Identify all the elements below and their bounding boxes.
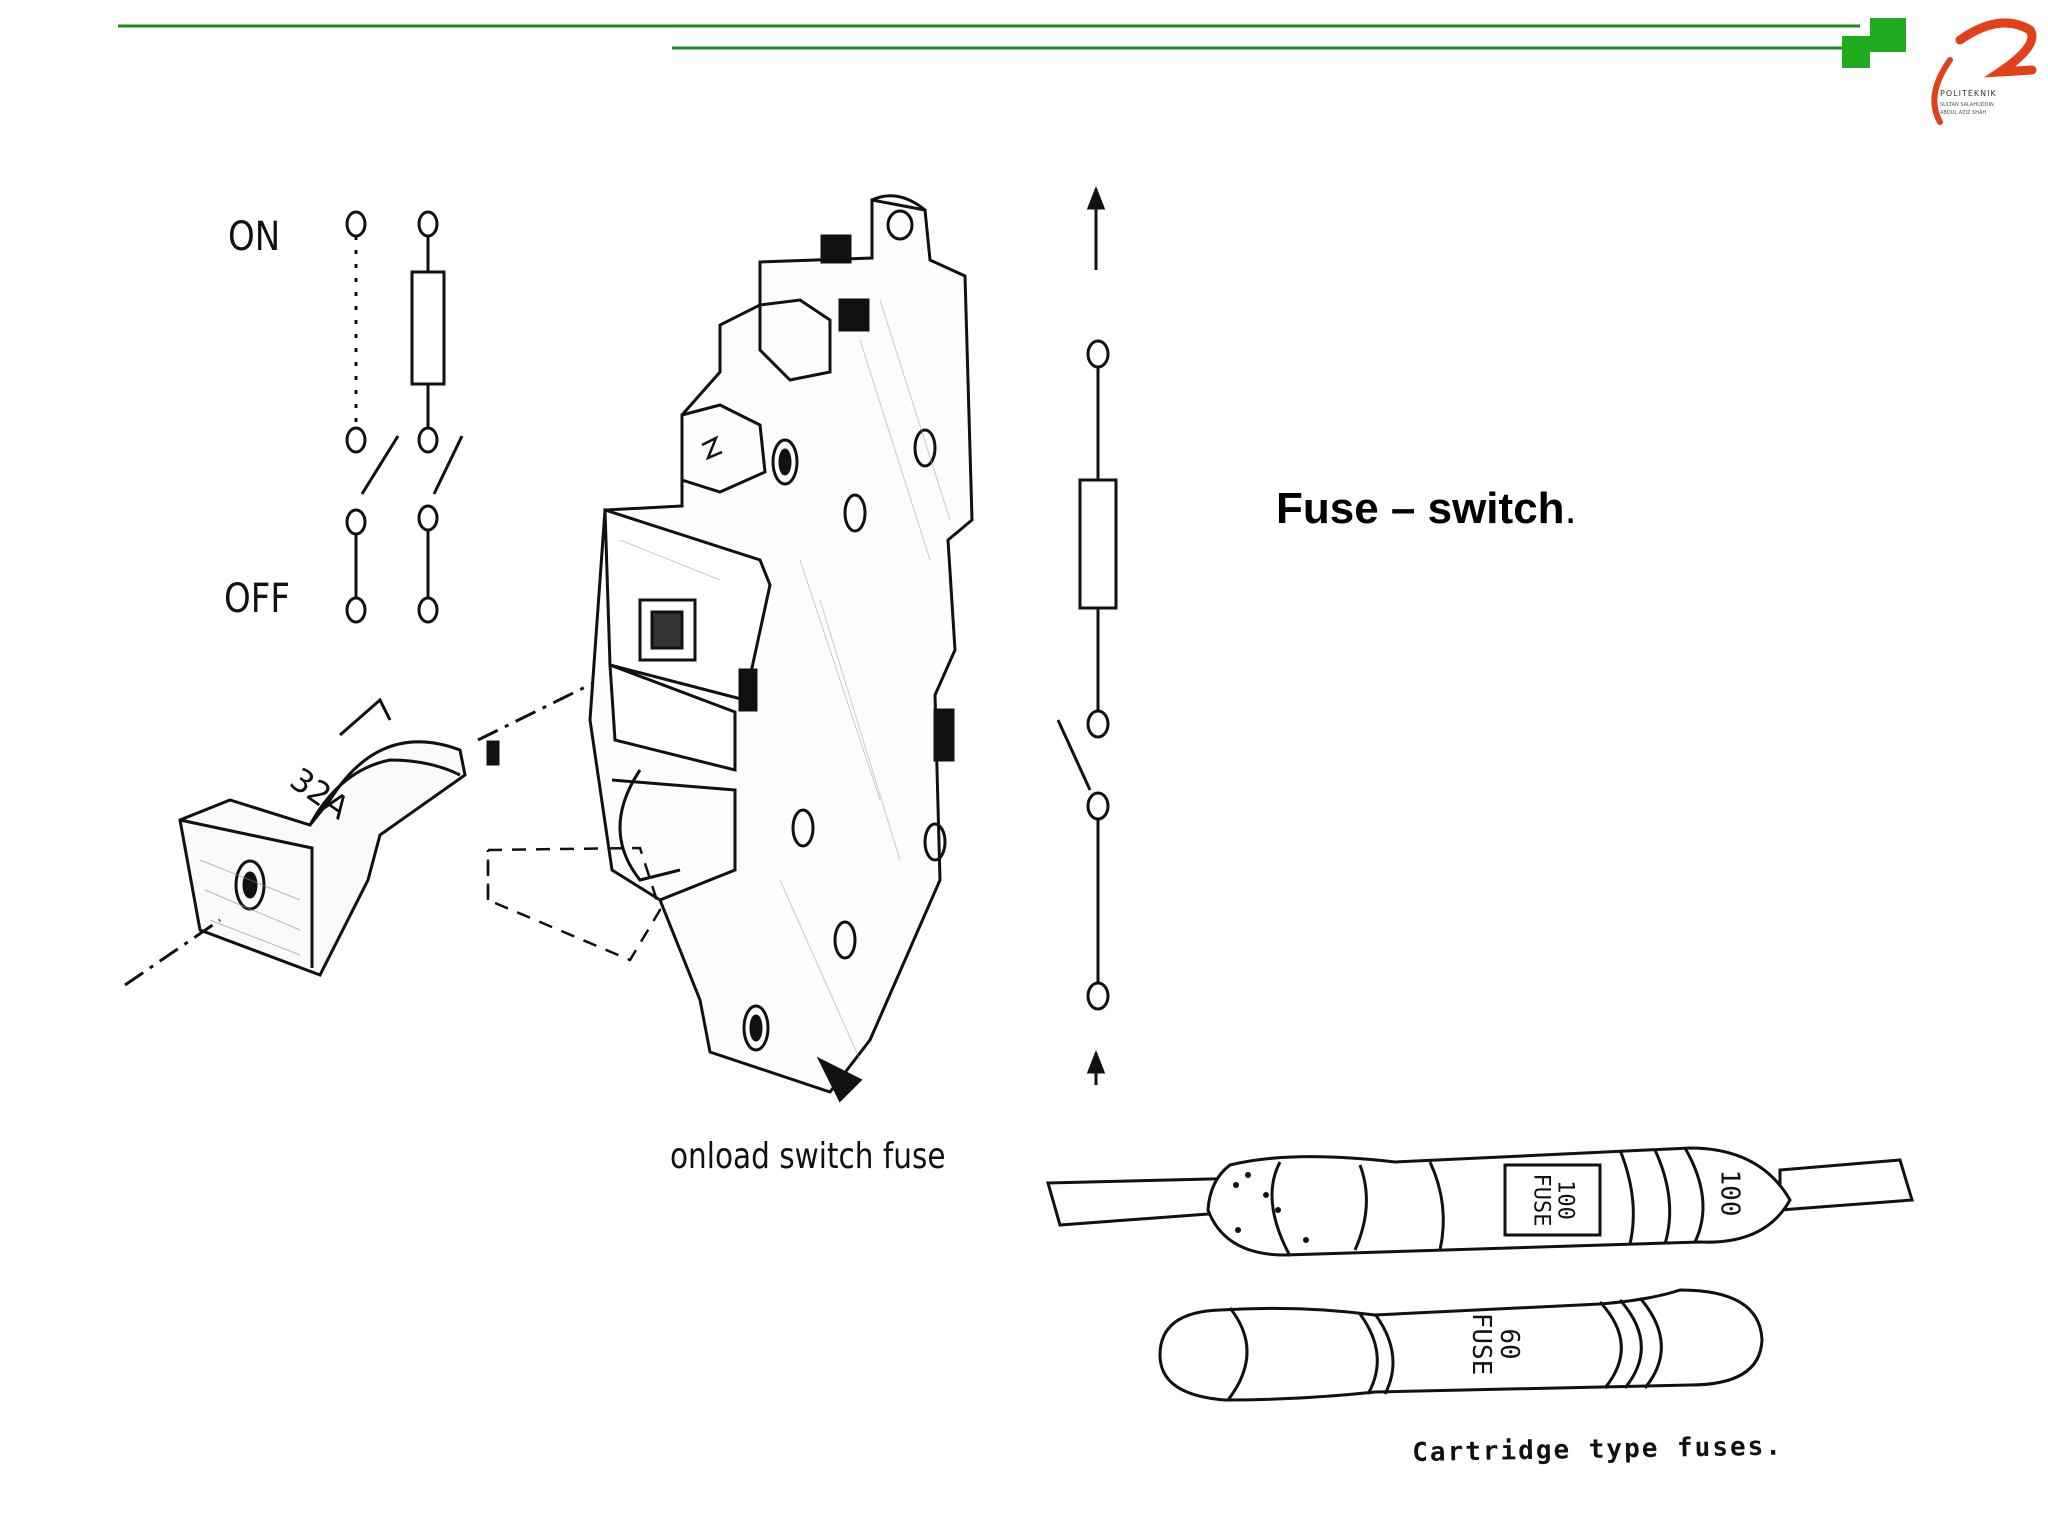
cartridge-fuse-60-drawing (1158, 1288, 1764, 1402)
fuse-60-rating: 60 (1494, 1328, 1524, 1360)
fuse-100-cap-label: 100 (1714, 1169, 1745, 1217)
svg-text:SULTAN SALAHUDDIN: SULTAN SALAHUDDIN (1940, 102, 1994, 108)
fuse-100-word: FUSE (1528, 1173, 1554, 1227)
on-label: ON (228, 214, 281, 260)
slide-title: Fuse – switch. (1276, 484, 1577, 534)
polytechnic-logo: POLITEKNIK SULTAN SALAHUDDIN ABDUL AZIZ … (1931, 18, 2037, 125)
green-plus-icon (1842, 18, 1906, 68)
cartridge-fuse-100-drawing (1046, 1146, 1914, 1257)
slide-title-main: Fuse – switch (1276, 484, 1565, 533)
fuse-carrier-drawing (124, 658, 641, 987)
svg-text:POLITEKNIK: POLITEKNIK (1940, 89, 1997, 98)
svg-text:ABDUL AZIZ SHAH: ABDUL AZIZ SHAH (1940, 110, 1986, 116)
slide-title-suffix: . (1564, 484, 1577, 533)
fuse-100-rating: 100 (1552, 1180, 1578, 1220)
fuse-60-word: FUSE (1466, 1312, 1496, 1376)
header-decoration (118, 18, 1906, 68)
switch-fuse-module-drawing (486, 194, 974, 1103)
vertical-schematic (1056, 185, 1118, 1085)
off-label: OFF (224, 576, 290, 622)
switch-fuse-caption: onload switch fuse (670, 1136, 946, 1177)
on-off-schematic (345, 210, 464, 624)
